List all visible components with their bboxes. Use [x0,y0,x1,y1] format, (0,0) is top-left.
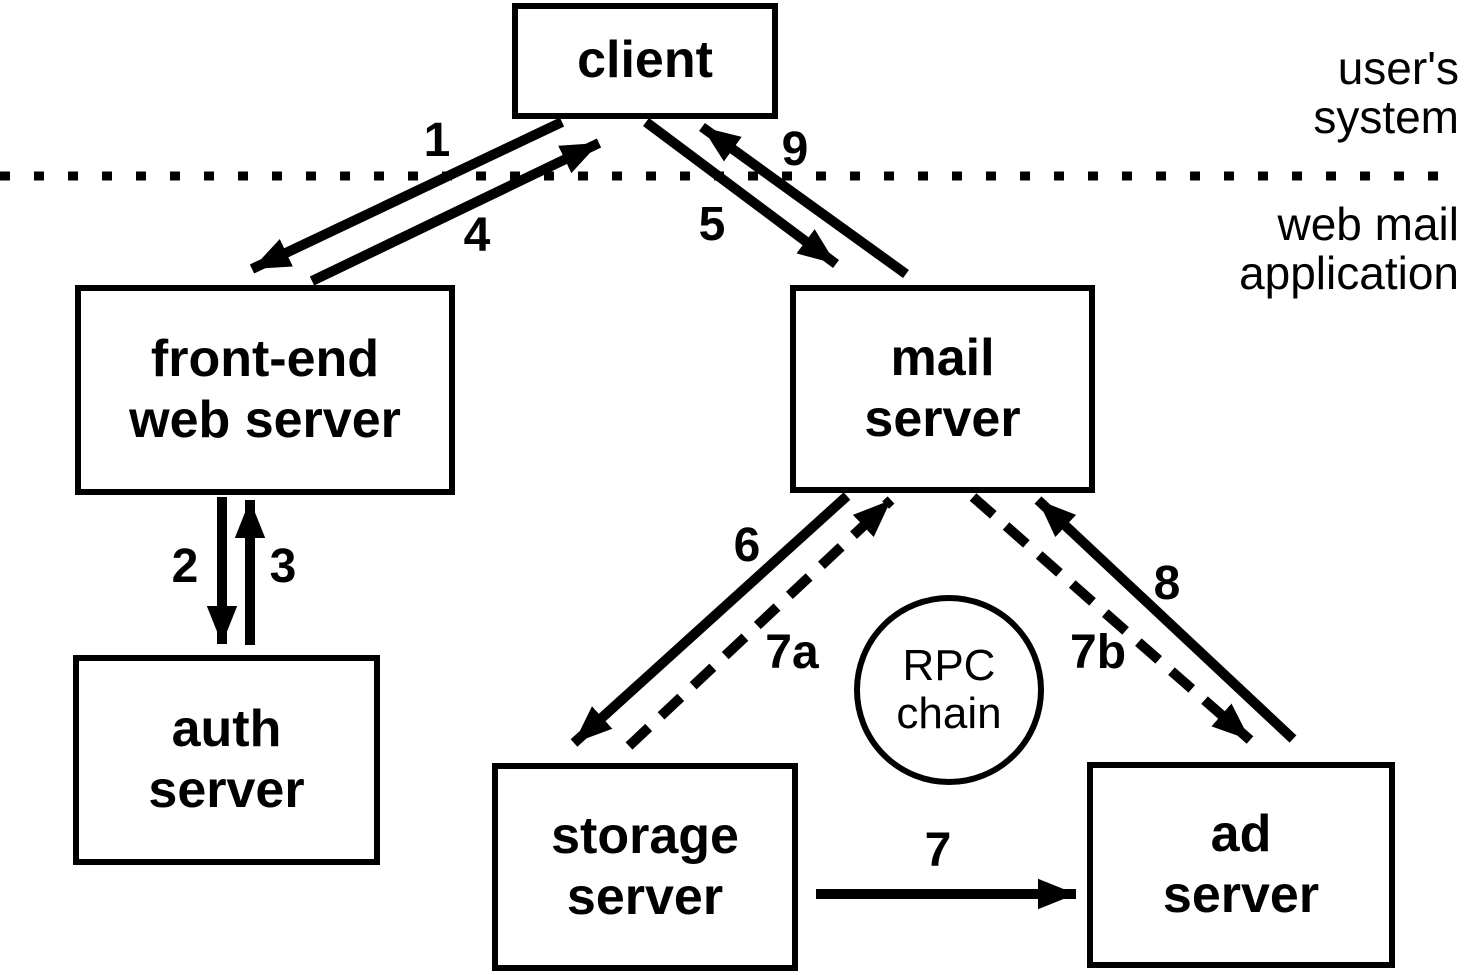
edge-label-6: 6 [733,519,761,572]
zone-label-users-system: user's system [1313,42,1459,143]
node-client: client [512,3,778,119]
edge-label-4: 4 [463,209,491,262]
zone-label-web-mail-application: web mail application [1239,198,1459,299]
node-ad-server: ad server [1087,762,1395,968]
arrow-7b-line [969,493,1254,744]
edge-label-7: 7 [924,824,952,877]
node-mail-server: mail server [790,285,1095,493]
edge-label-1: 1 [423,114,451,167]
edge-label-5: 5 [698,198,726,251]
node-storage-server: storage server [492,763,798,971]
edge-label-7b: 7b [1069,626,1127,679]
edge-label-3: 3 [269,540,297,593]
arrow-7a-line [625,496,895,750]
node-auth-server: auth server [73,655,380,865]
arrow-1-line [249,117,565,274]
arrow-5-line [643,117,839,269]
arrow-6-line [570,492,851,747]
edge-label-7a: 7a [765,626,819,679]
node-front-end-web-server: front-end web server [75,285,455,495]
arrow-8-line [1034,496,1297,743]
edge-label-2: 2 [171,540,199,593]
arrow-9-line [699,122,909,279]
edge-label-9: 9 [781,123,809,176]
arrow-4-line [309,138,602,286]
edge-label-8: 8 [1153,557,1181,610]
rpc-chain-circle: RPC chain [854,595,1044,785]
